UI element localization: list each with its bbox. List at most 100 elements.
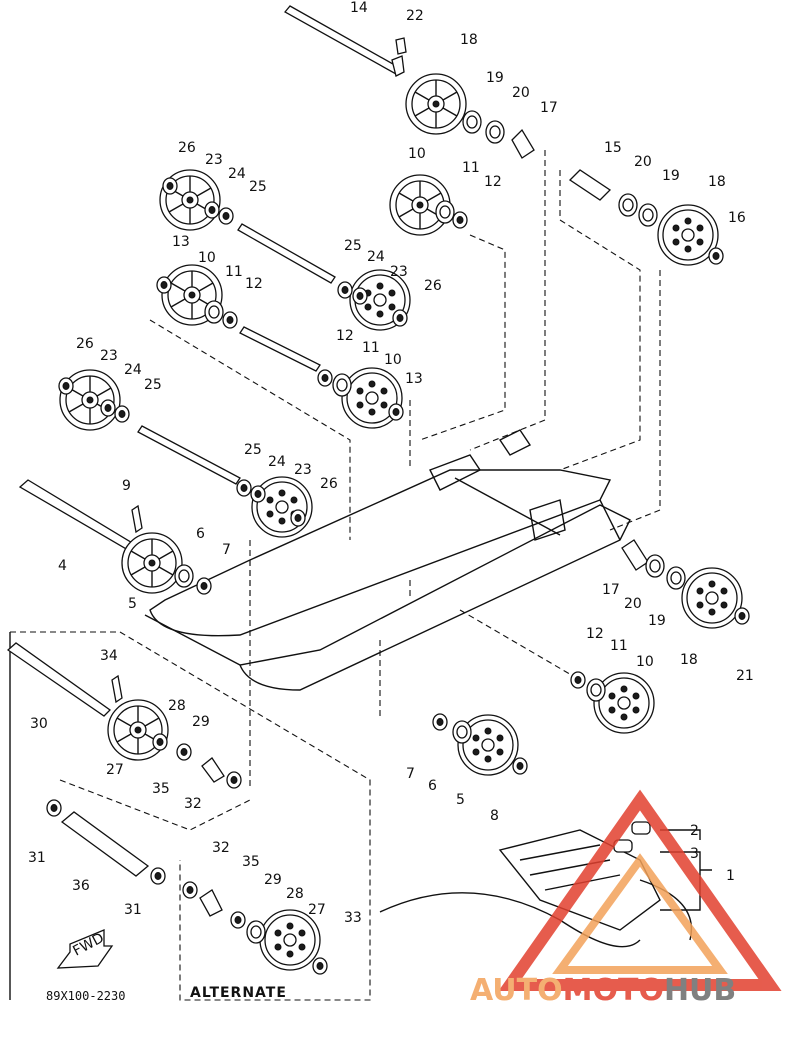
callout-10: 10 [408, 146, 426, 162]
wheel-27-alt [259, 909, 321, 971]
shaft-upper [237, 223, 336, 284]
callout-36: 36 [72, 878, 90, 894]
callout-25: 25 [244, 442, 262, 458]
callout-14: 14 [350, 0, 368, 16]
wheels [59, 73, 743, 971]
wheel-18-top [405, 73, 467, 135]
callout-32: 32 [184, 796, 202, 812]
callout-27: 27 [106, 762, 124, 778]
callout-24: 24 [124, 362, 142, 378]
callout-22: 22 [406, 8, 424, 24]
callout-17: 17 [540, 100, 558, 116]
wheel-5 [121, 532, 183, 594]
callout-7: 7 [222, 542, 231, 558]
callout-23: 23 [294, 462, 312, 478]
callout-24: 24 [367, 249, 385, 265]
callout-26: 26 [424, 278, 442, 294]
callout-2: 2 [690, 823, 699, 839]
automotohub-watermark: AUTOMOTOHUB [470, 789, 782, 1008]
shaft-middle [239, 326, 321, 372]
callout-10: 10 [198, 250, 216, 266]
callout-25: 25 [249, 179, 267, 195]
callout-35: 35 [152, 781, 170, 797]
callout-9: 9 [122, 478, 131, 494]
shaft-lower [137, 425, 241, 485]
spacer-36 [60, 811, 150, 877]
callout-18: 18 [460, 32, 478, 48]
callout-24: 24 [228, 166, 246, 182]
callout-13: 13 [172, 234, 190, 250]
callout-26: 26 [178, 140, 196, 156]
callout-11: 11 [225, 264, 243, 280]
slide-rail-frame [144, 429, 631, 691]
callout-12: 12 [484, 174, 502, 190]
fwd-arrow-icon: FWD [56, 929, 114, 969]
callout-33: 33 [344, 910, 362, 926]
callout-15: 15 [604, 140, 622, 156]
shaft-4 [18, 479, 136, 551]
callout-11: 11 [610, 638, 628, 654]
callout-20: 20 [634, 154, 652, 170]
callout-18: 18 [708, 174, 726, 190]
callout-32: 32 [212, 840, 230, 856]
callout-11: 11 [462, 160, 480, 176]
callout-25: 25 [344, 238, 362, 254]
shafts [6, 5, 612, 877]
callout-23: 23 [205, 152, 223, 168]
callout-3: 3 [690, 846, 699, 862]
svg-text:AUTOMOTOHUB: AUTOMOTOHUB [470, 973, 736, 1008]
callout-12: 12 [245, 276, 263, 292]
callout-4: 4 [58, 558, 67, 574]
callout-7: 7 [406, 766, 415, 782]
callout-29: 29 [192, 714, 210, 730]
callout-31: 31 [124, 902, 142, 918]
callout-31: 31 [28, 850, 46, 866]
collar-15 [568, 169, 612, 201]
callout-23: 23 [390, 264, 408, 280]
callout-28: 28 [168, 698, 186, 714]
callout-16: 16 [728, 210, 746, 226]
shaft-30 [6, 642, 112, 717]
callout-28: 28 [286, 886, 304, 902]
wheel-27 [107, 699, 169, 761]
wheel-23-d [251, 476, 313, 538]
callout-29: 29 [264, 872, 282, 888]
callout-34: 34 [100, 648, 118, 664]
small-parts [46, 37, 750, 975]
callout-5: 5 [128, 596, 137, 612]
callout-26: 26 [76, 336, 94, 352]
callout-13: 13 [405, 371, 423, 387]
watermark-hub: HUB [664, 973, 736, 1008]
callout-21: 21 [736, 668, 754, 684]
callout-17: 17 [602, 582, 620, 598]
callout-6: 6 [428, 778, 437, 794]
callout-25: 25 [144, 377, 162, 393]
callout-23: 23 [100, 348, 118, 364]
callout-6: 6 [196, 526, 205, 542]
callout-24: 24 [268, 454, 286, 470]
wheel-18-lower [681, 567, 743, 629]
callout-20: 20 [624, 596, 642, 612]
alternate-label: ALTERNATE [190, 985, 287, 1001]
callout-30: 30 [30, 716, 48, 732]
assembly-leaders [9, 150, 661, 1001]
callout-19: 19 [648, 613, 666, 629]
callout-12: 12 [586, 626, 604, 642]
callout-1: 1 [726, 868, 735, 884]
callout-18: 18 [680, 652, 698, 668]
callout-11: 11 [362, 340, 380, 356]
callout-10: 10 [384, 352, 402, 368]
callout-35: 35 [242, 854, 260, 870]
shaft-14 [283, 5, 401, 75]
watermark-moto: MOTO [563, 973, 664, 1008]
drawing-code: 89X100-2230 [46, 989, 125, 1003]
callout-20: 20 [512, 85, 530, 101]
callout-10: 10 [636, 654, 654, 670]
watermark-auto: AUTO [470, 973, 563, 1008]
callout-12: 12 [336, 328, 354, 344]
callout-19: 19 [662, 168, 680, 184]
callout-5: 5 [456, 792, 465, 808]
callout-27: 27 [308, 902, 326, 918]
